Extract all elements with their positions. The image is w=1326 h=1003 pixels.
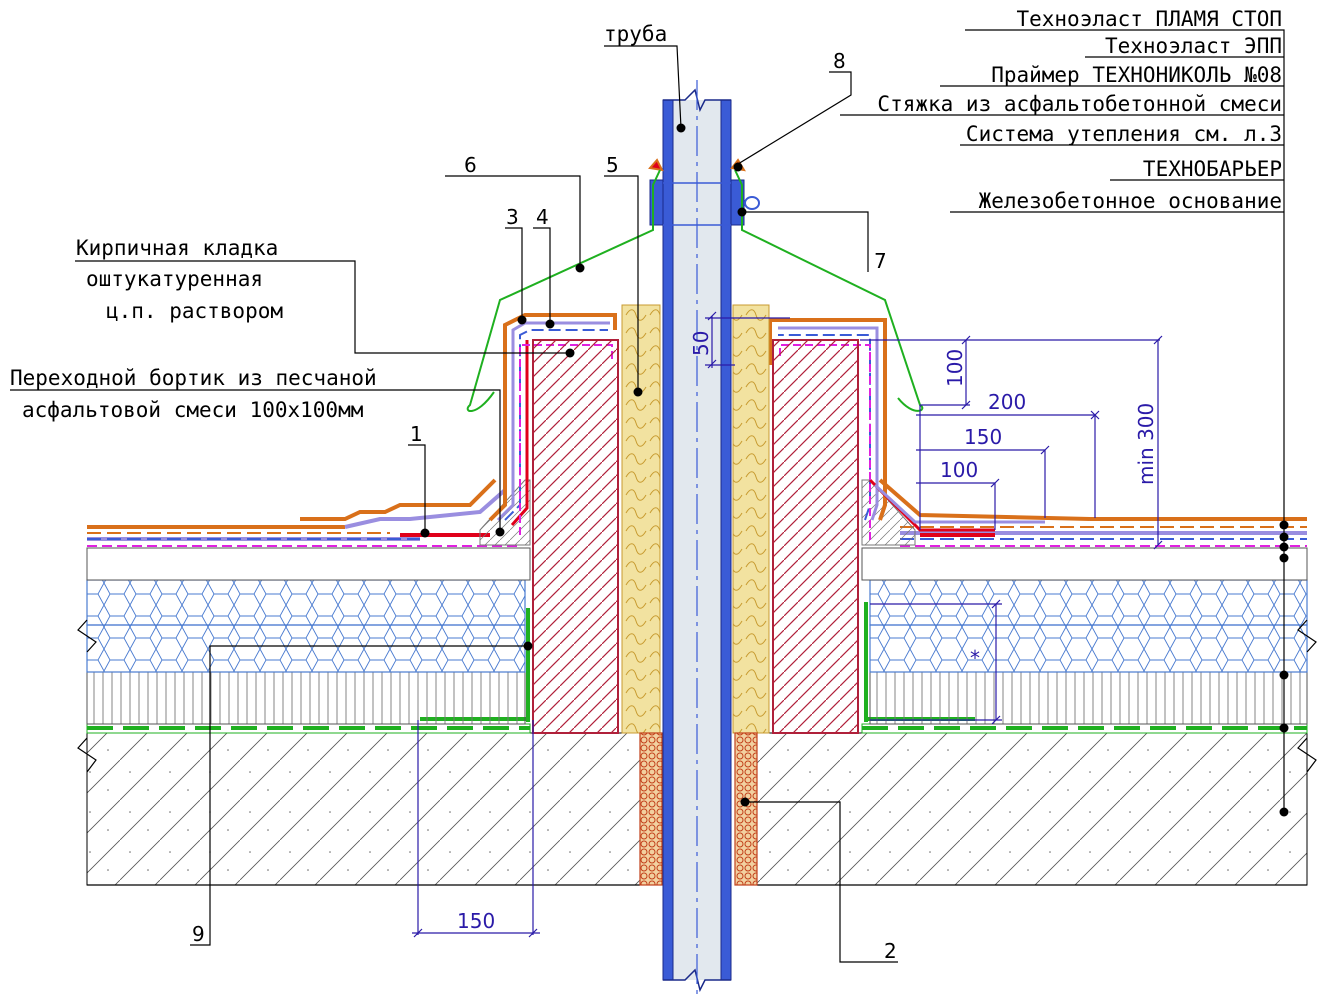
brick-masonry-label-2: оштукатуренная — [86, 267, 263, 291]
callout-numbers: 1 2 3 4 5 6 7 8 9 — [192, 49, 897, 963]
asphalt-screed — [86, 545, 1308, 581]
dim-150: 150 — [964, 425, 1002, 449]
legend-item-2: Техноэласт ЭПП — [1105, 34, 1282, 58]
callout-7: 7 — [874, 249, 887, 273]
callout-9: 9 — [192, 922, 205, 946]
callout-8: 8 — [833, 49, 846, 73]
dim-100-vertical: 100 — [943, 349, 967, 387]
metal-apron — [466, 169, 924, 412]
break-lines — [77, 619, 1317, 773]
leader-dots — [420, 123, 1289, 817]
leader-lines — [10, 29, 1285, 963]
callout-5: 5 — [606, 153, 619, 177]
callout-6: 6 — [464, 153, 477, 177]
legend-item-4: Стяжка из асфальтобетонной смеси — [877, 92, 1282, 116]
pipe-wool-insulation — [621, 304, 770, 734]
brick-masonry-label-3: ц.п. раствором — [106, 299, 283, 323]
fillet-label-2: асфальтовой смеси 100х100мм — [22, 398, 364, 422]
slab-sleeve-filler — [639, 732, 758, 886]
dim-200: 200 — [988, 390, 1026, 414]
brick-masonry — [532, 339, 859, 734]
legend-item-5: Система утепления см. л.3 — [966, 122, 1282, 146]
pipe — [662, 80, 732, 1000]
callout-2: 2 — [884, 939, 897, 963]
dim-star: * — [970, 646, 980, 670]
legend-item-7: Железобетонное основание — [979, 189, 1282, 213]
roof-membranes — [87, 478, 1307, 541]
dimension-lines — [412, 311, 1163, 938]
fillet-label-1: Переходной бортик из песчаной — [10, 366, 377, 390]
dimension-texts: 50 100 200 150 100 min 300 150 * — [457, 331, 1158, 933]
legend-item-6: ТЕХНОБАРЬЕР — [1143, 157, 1282, 181]
callout-4: 4 — [536, 205, 549, 229]
callout-1: 1 — [410, 422, 423, 446]
concrete-base — [86, 732, 1308, 886]
insulation-boards — [86, 579, 1308, 673]
dim-100-horizontal: 100 — [940, 458, 978, 482]
dim-50: 50 — [689, 331, 713, 356]
brick-masonry-label-1: Кирпичная кладка — [76, 236, 278, 260]
legend-item-1: Техноэласт ПЛАМЯ СТОП — [1016, 7, 1282, 31]
legend-item-3: Праймер ТЕХНОНИКОЛЬ №08 — [991, 63, 1282, 87]
lower-insulation-layer — [86, 671, 1308, 725]
dim-150-bottom: 150 — [457, 909, 495, 933]
layer-legend: Техноэласт ПЛАМЯ СТОП Техноэласт ЭПП Пра… — [877, 7, 1282, 213]
pipe-label: труба — [604, 22, 667, 46]
dim-min-300: min 300 — [1134, 403, 1158, 485]
callout-3: 3 — [506, 205, 519, 229]
